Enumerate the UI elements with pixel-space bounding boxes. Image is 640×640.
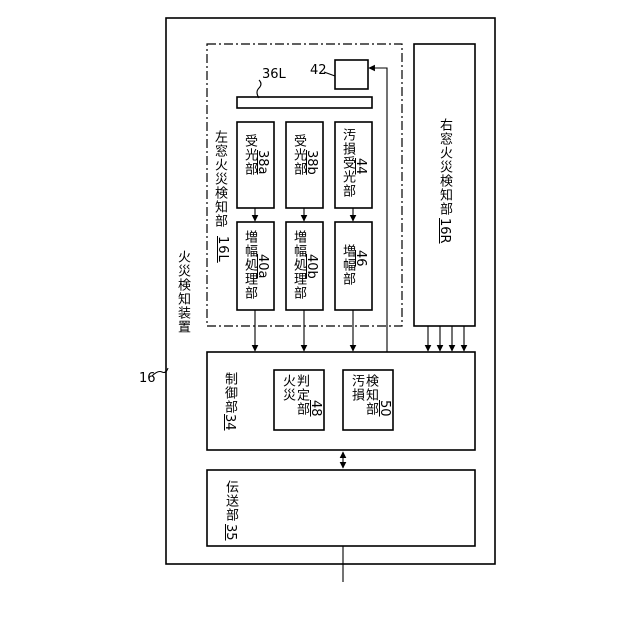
- fire-judge-label-2: 判定部: [295, 374, 308, 416]
- amplifier-ref-40a: 40a: [256, 254, 269, 279]
- fire-judge-label: 火災: [281, 374, 294, 402]
- control-ref: 34: [223, 414, 236, 431]
- left-unit-title-ref: 左窓火災検知部 16L: [213, 130, 229, 263]
- receiver-ref-38a: 38a: [256, 150, 269, 175]
- right-unit-title: 右窓火災検知部: [438, 118, 451, 216]
- left-unit-title: 左窓火災検知部: [212, 130, 227, 228]
- transmission-title: 伝送部: [224, 480, 237, 522]
- control-box: [207, 352, 475, 450]
- stain-detect-ref: 50: [378, 400, 391, 417]
- stain-detect-label: 汚損: [350, 374, 363, 402]
- transmission-box: [207, 470, 475, 546]
- amplifier-ref-46: 46: [354, 250, 367, 267]
- transmission-ref: 35: [224, 524, 237, 541]
- device-ref: 16: [139, 372, 156, 385]
- right-unit-ref: 16R: [438, 218, 451, 244]
- cleaning-box: [335, 60, 368, 89]
- amplifier-ref-40b: 40b: [305, 254, 318, 279]
- receiver-ref-44: 44: [354, 158, 367, 175]
- left-unit-ref: 16L: [216, 236, 229, 263]
- window-leader: [257, 80, 261, 98]
- receiver-ref-38b: 38b: [305, 150, 318, 175]
- fire-judge-ref: 48: [309, 400, 322, 417]
- device-title: 火災検知装置: [176, 250, 189, 334]
- cleaning-ref: 42: [310, 64, 327, 77]
- window-ref: 36L: [262, 68, 286, 81]
- window-bar: [237, 97, 372, 108]
- control-title: 制御部: [223, 372, 236, 414]
- stain-detect-label-2: 検知部: [364, 374, 377, 416]
